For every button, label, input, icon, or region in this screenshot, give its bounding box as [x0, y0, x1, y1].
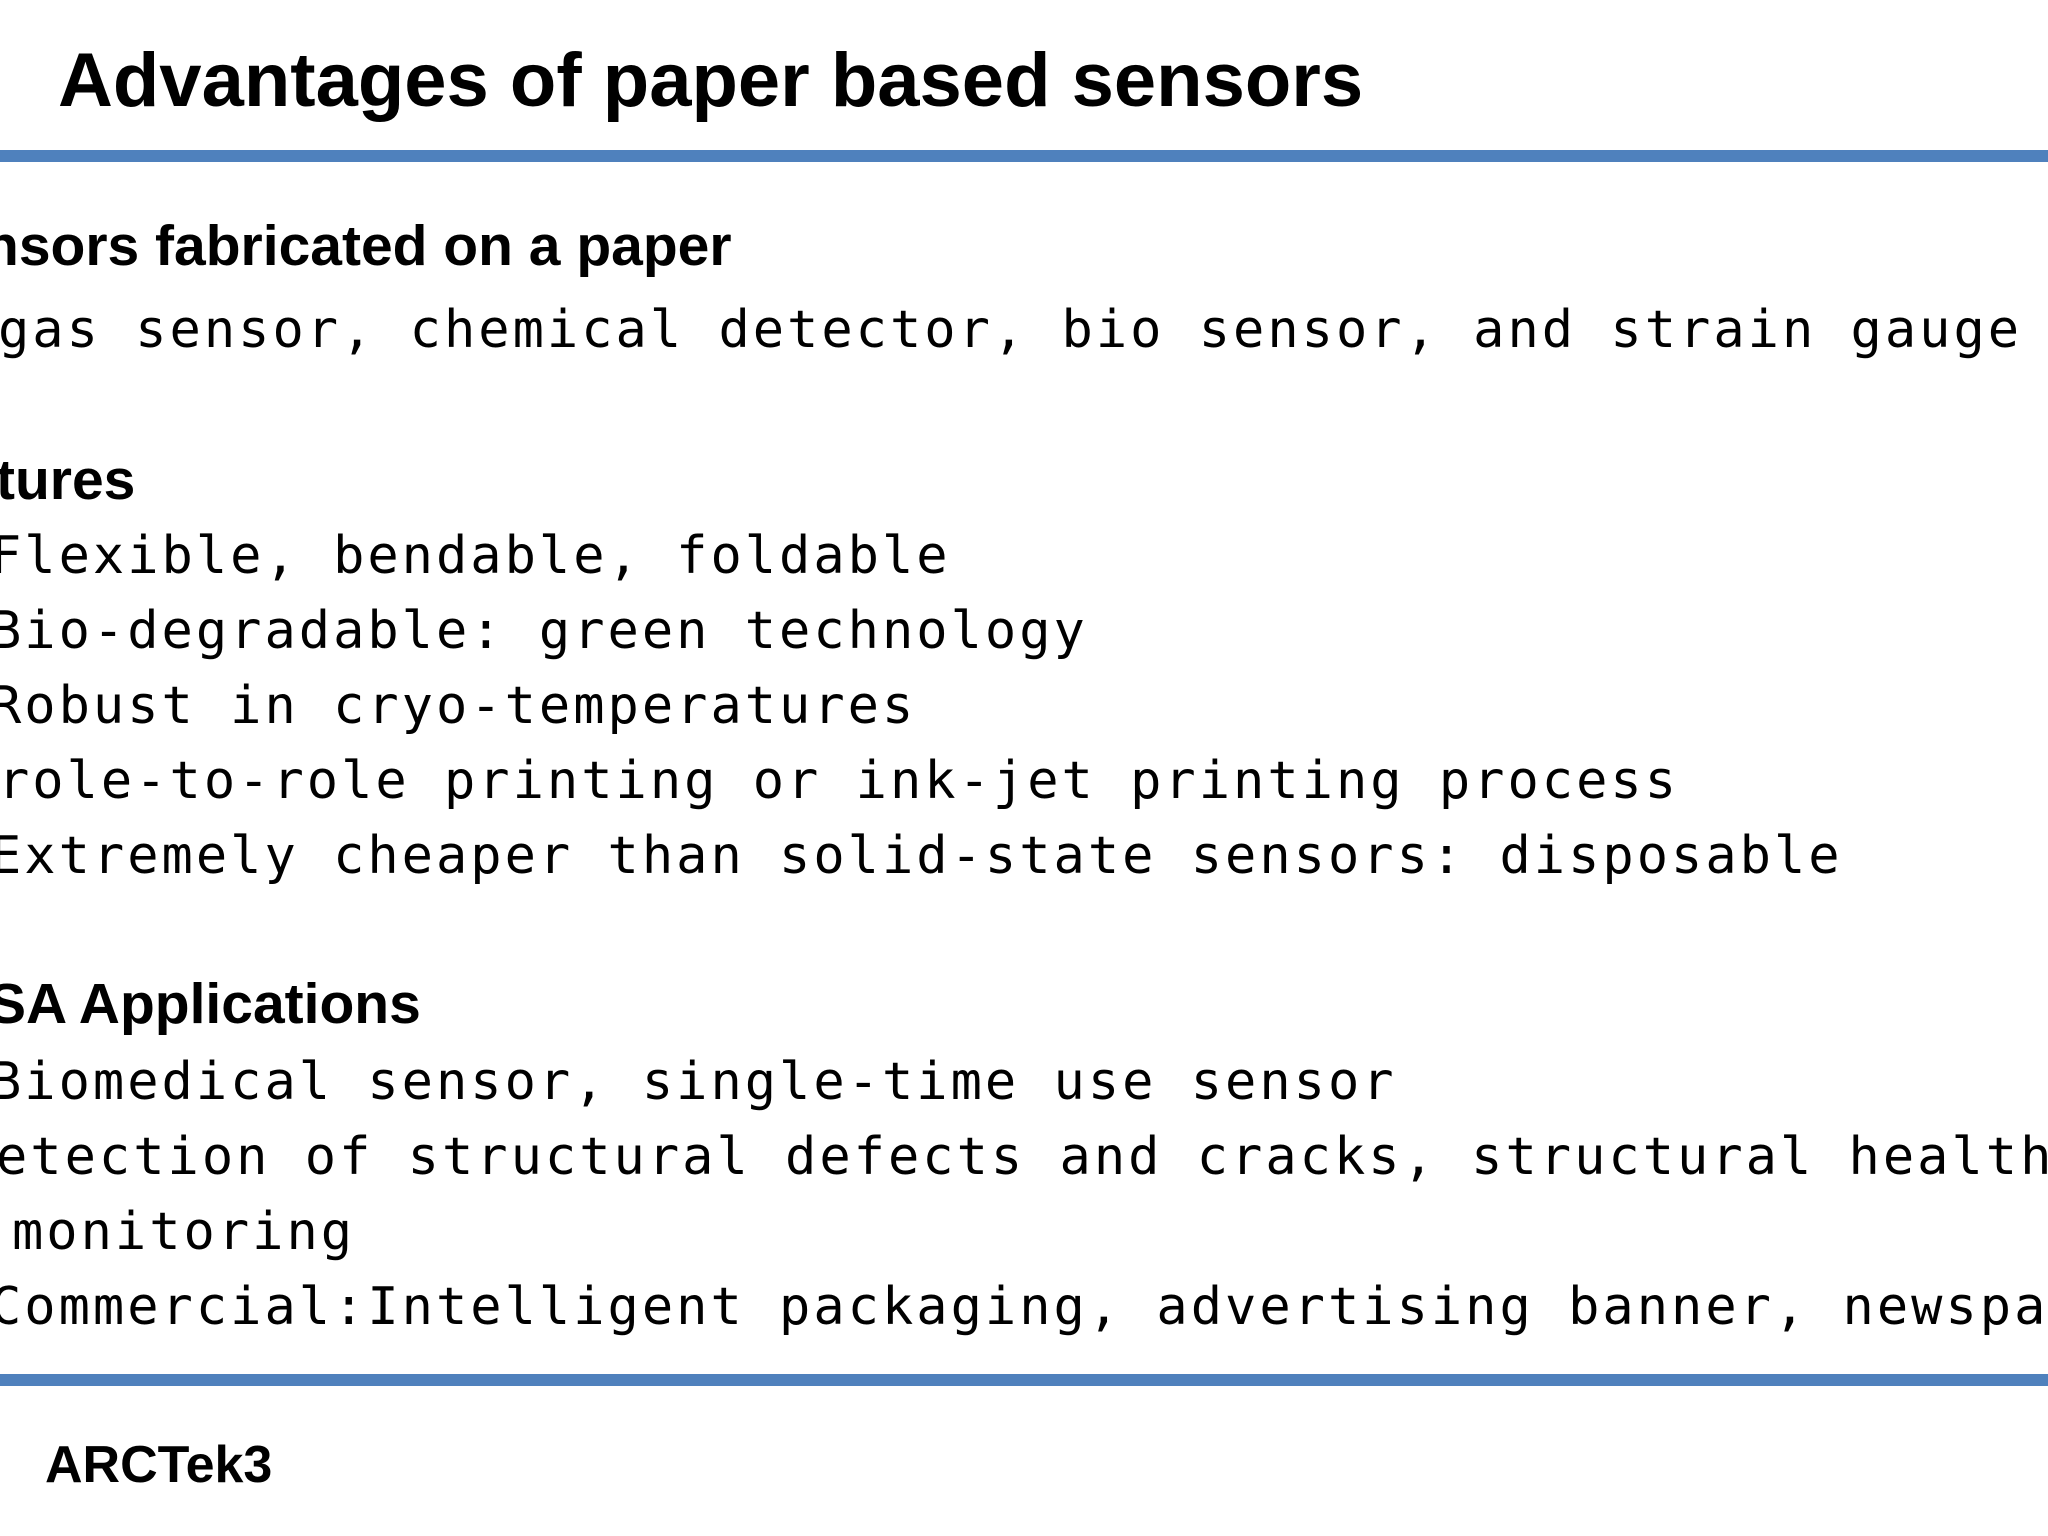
application-line-structural: etection of structural defects and crack…	[0, 1127, 2048, 1187]
section-heading-applications: SA Applications	[0, 972, 421, 1036]
section-heading-features: tures	[0, 448, 136, 512]
section-line: gas sensor, chemical detector, bio senso…	[0, 300, 2023, 360]
application-line-monitoring: monitoring	[12, 1202, 356, 1262]
feature-line-biodegradable: Bio-degradable: green technology	[0, 601, 1088, 661]
application-line-commercial: Commercial:Intelligent packaging, advert…	[0, 1277, 2048, 1337]
slide-title: Advantages of paper based sensors	[58, 38, 1364, 123]
feature-line-flexible: Flexible, bendable, foldable	[0, 526, 951, 586]
feature-line-cryo: Robust in cryo-temperatures	[0, 676, 917, 736]
title-divider	[0, 150, 2048, 162]
feature-line-printing: role-to-role printing or ink-jet printin…	[0, 751, 1680, 811]
feature-line-cheaper: Extremely cheaper than solid-state senso…	[0, 826, 1843, 886]
section-heading-sensors: nsors fabricated on a paper	[0, 214, 732, 278]
footer-label: ARCTek3	[45, 1436, 273, 1494]
footer-divider	[0, 1374, 2048, 1386]
application-line-biomedical: Biomedical sensor, single-time use senso…	[0, 1052, 1397, 1112]
